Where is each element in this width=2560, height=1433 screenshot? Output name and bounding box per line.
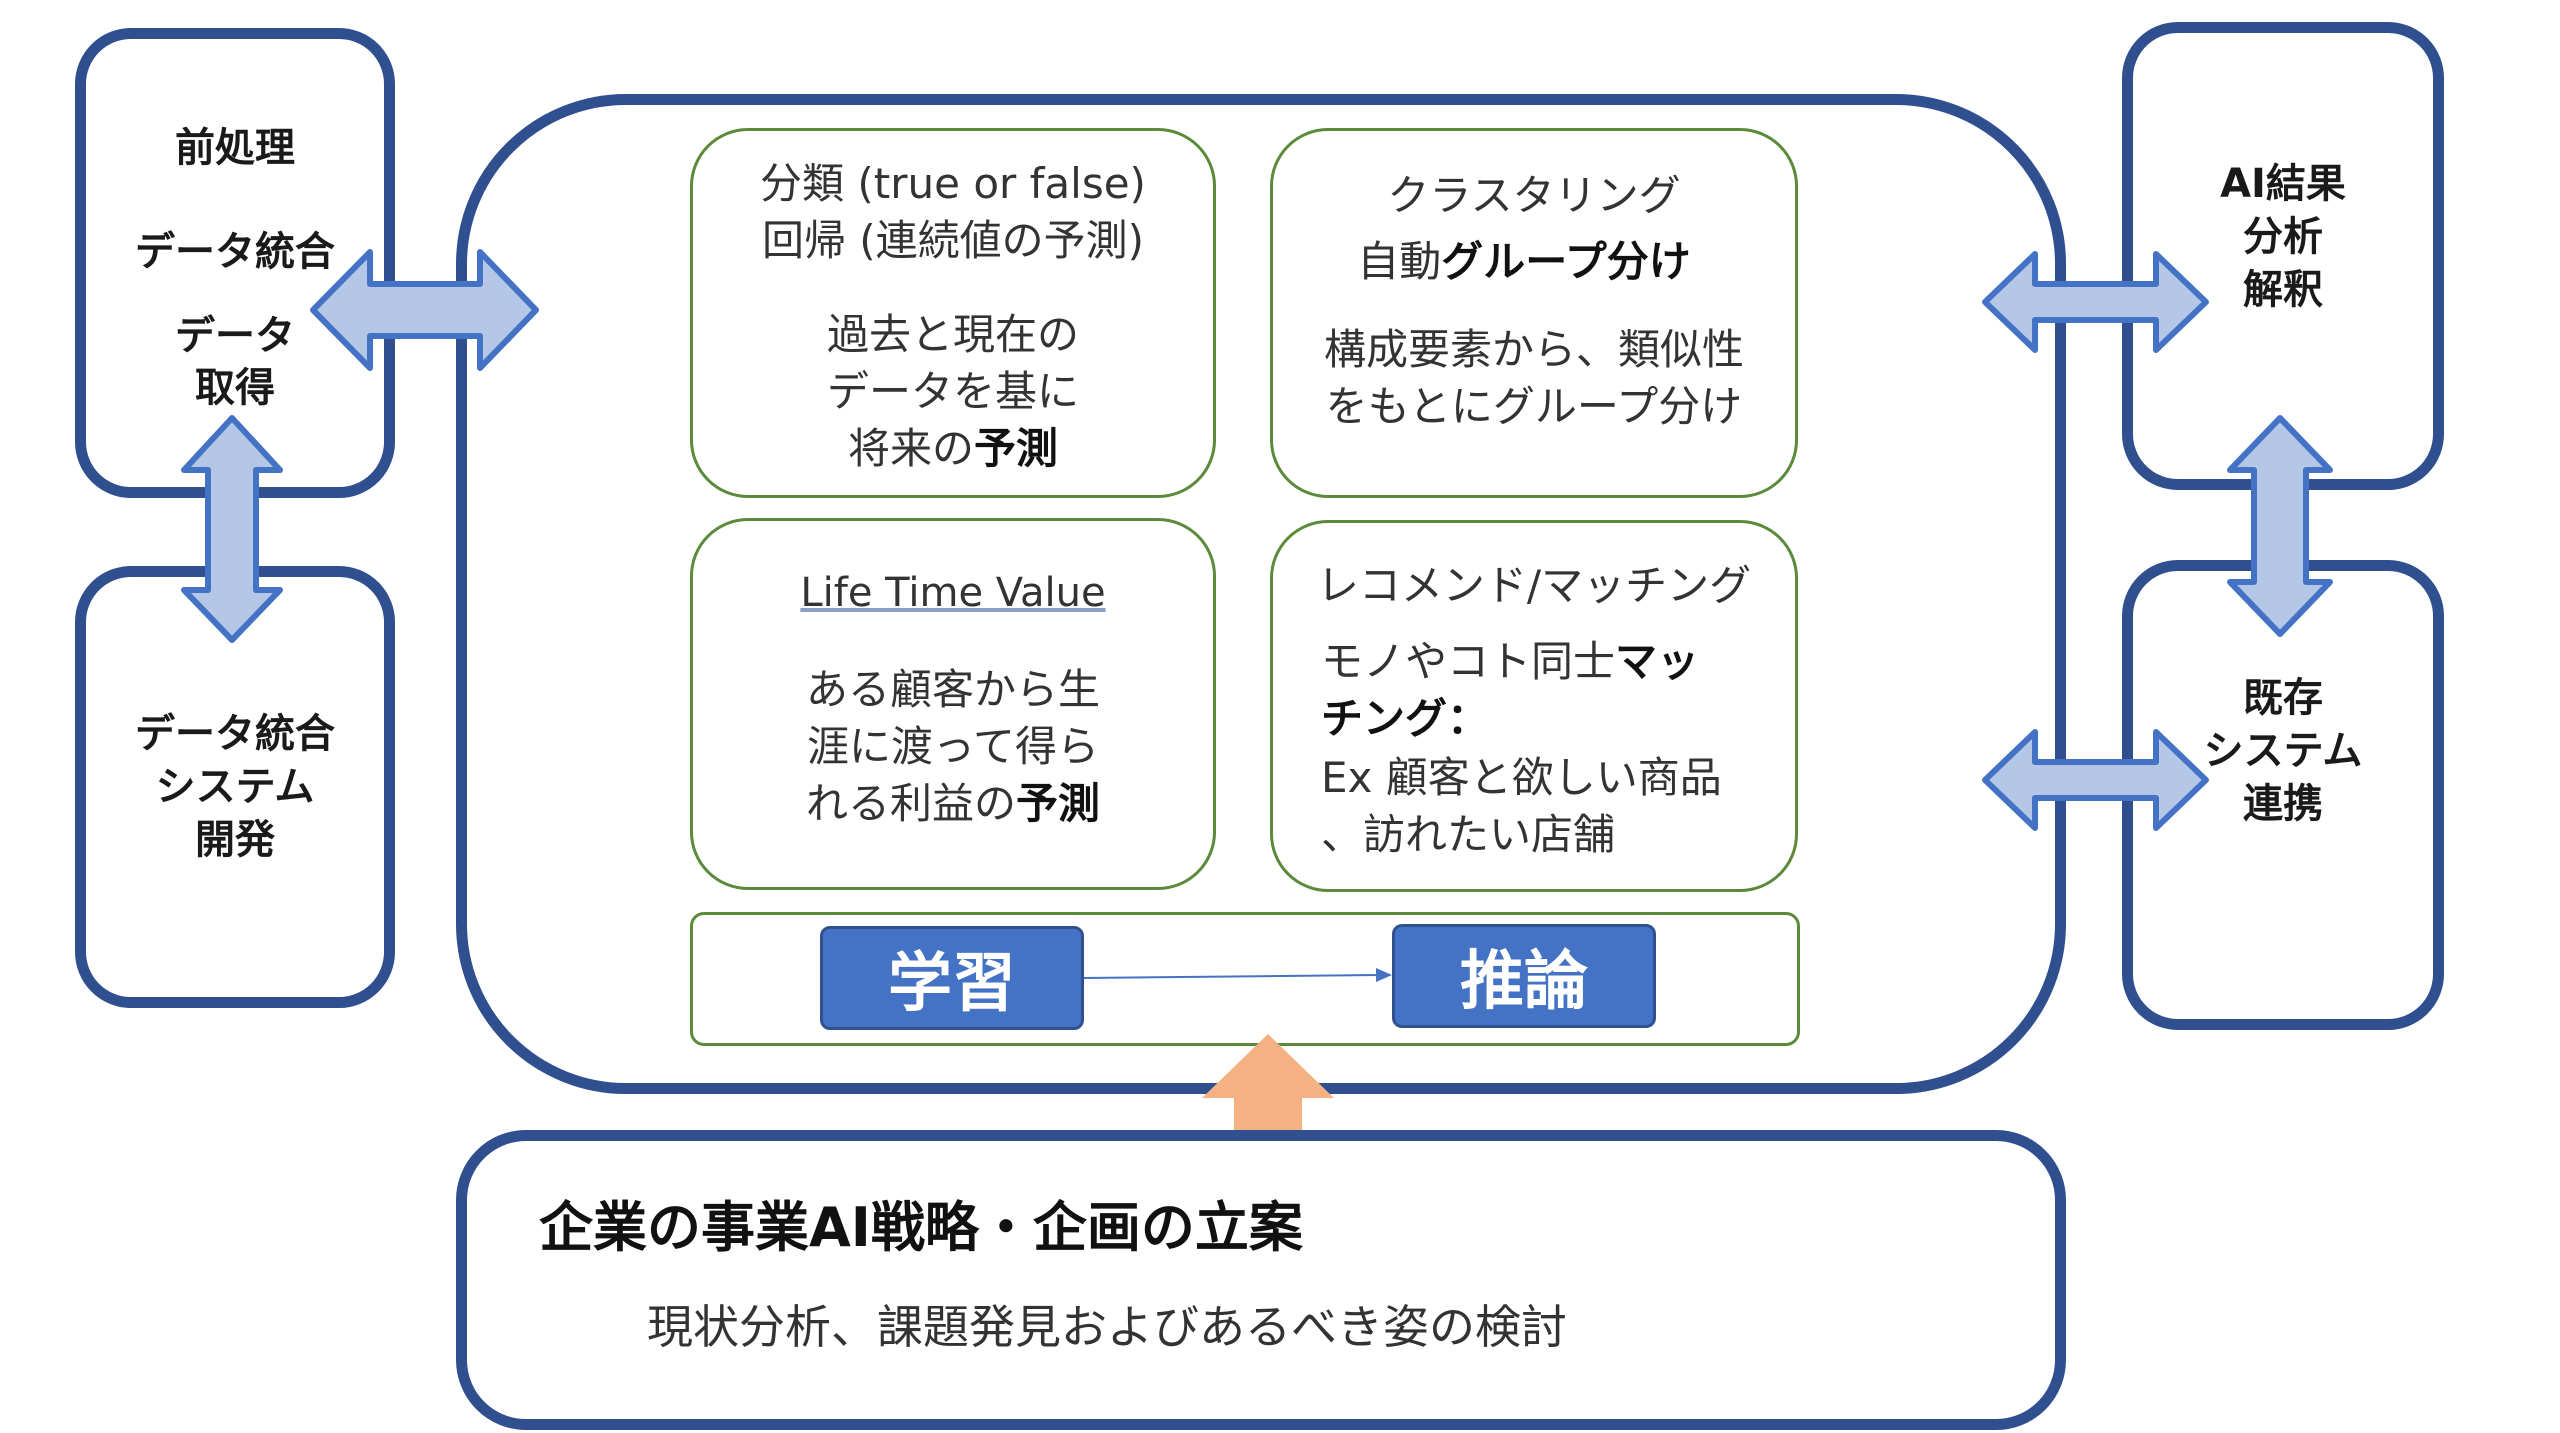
recommend-desc-line4: 、訪れたい店舗 — [1321, 810, 1616, 859]
recommend-desc-line2: チング： — [1321, 690, 1795, 747]
strategy-box: 企業の事業AI戦略・企画の立案 現状分析、課題発見およびあるべき姿の検討 — [456, 1130, 2066, 1430]
regression-title: 回帰 (連続値の予測) — [761, 216, 1145, 265]
preprocessing-label: 前処理 — [175, 125, 295, 171]
strategy-subtitle: 現状分析、課題発見およびあるべき姿の検討 — [647, 1300, 1567, 1354]
analysis-label: 分析 — [2243, 214, 2323, 260]
integration-label: 連携 — [2243, 781, 2323, 827]
integration-system-line2: システム — [155, 764, 315, 810]
data-integration-label: データ統合 — [135, 229, 335, 275]
learn-to-infer-arrowhead — [1376, 968, 1392, 982]
recommend-desc-bold1: マッ — [1615, 637, 1700, 686]
auto-grouping-title: 自動グループ分け — [1253, 233, 1795, 290]
prediction-desc-normal: 将来の — [847, 424, 974, 473]
classification-title: 分類 (true or false) — [760, 159, 1146, 208]
clustering-desc-line1: 構成要素から、類似性 — [1323, 325, 1744, 374]
prediction-desc-line1: 過去と現在の — [826, 310, 1079, 359]
clustering-desc-line2: をもとにグループ分け — [1325, 382, 1743, 431]
left-horizontal-double-arrow — [310, 249, 539, 371]
right-vertical-double-arrow — [2227, 415, 2333, 637]
ltv-title: Life Time Value — [800, 570, 1106, 616]
recommend-title: レコメンド/マッチング — [1316, 561, 1752, 610]
prediction-desc-line3: 将来の予測 — [693, 420, 1213, 477]
ltv-cell: Life Time Value ある顧客から生 涯に渡って得ら れる利益の予測 — [690, 518, 1216, 890]
recommend-desc-line1: モノやコト同士マッ — [1321, 633, 1795, 690]
strategy-title: 企業の事業AI戦略・企画の立案 — [539, 1196, 1303, 1259]
clustering-cell: クラスタリング 自動グループ分け 構成要素から、類似性 をもとにグループ分け — [1270, 128, 1798, 498]
recommend-desc-normal: モノやコト同士 — [1321, 637, 1616, 686]
prediction-cell: 分類 (true or false) 回帰 (連続値の予測) 過去と現在の デー… — [690, 128, 1216, 498]
right-top-horizontal-double-arrow — [1982, 251, 2209, 353]
left-vertical-double-arrow — [181, 415, 283, 643]
auto-label: 自動 — [1357, 237, 1442, 286]
ai-result-label: AI結果 — [2220, 161, 2346, 207]
ltv-desc-line1: ある顧客から生 — [805, 665, 1100, 714]
recommend-cell: レコメンド/マッチング モノやコト同士マッ チング： Ex 顧客と欲しい商品 、… — [1270, 520, 1798, 892]
system-label: システム — [2203, 728, 2363, 774]
data-label: データ — [175, 313, 295, 359]
clustering-title: クラスタリング — [1387, 171, 1681, 220]
strategy-up-arrow — [1202, 1034, 1334, 1160]
integration-system-line1: データ統合 — [135, 711, 335, 757]
ltv-desc-line2: 涯に渡って得ら — [807, 722, 1099, 771]
prediction-desc-bold: 予測 — [974, 424, 1059, 473]
ltv-desc-bold: 予測 — [1016, 779, 1101, 828]
grouping-bold: グループ分け — [1441, 237, 1691, 286]
right-bottom-horizontal-double-arrow — [1982, 729, 2209, 831]
ltv-desc-normal: れる利益の — [805, 779, 1016, 828]
learn-to-infer-connector — [1083, 974, 1379, 979]
recommend-desc-bold2: チング： — [1321, 694, 1490, 743]
acquisition-label: 取得 — [195, 365, 275, 411]
learn-button[interactable]: 学習 — [820, 926, 1084, 1030]
existing-label: 既存 — [2243, 675, 2323, 721]
ltv-desc-line3: れる利益の予測 — [693, 775, 1213, 832]
recommend-desc-line3: Ex 顧客と欲しい商品 — [1321, 753, 1722, 802]
infer-button[interactable]: 推論 — [1392, 924, 1656, 1028]
prediction-desc-line2: データを基に — [826, 367, 1079, 416]
interpretation-label: 解釈 — [2243, 267, 2323, 313]
integration-system-line3: 開発 — [195, 817, 275, 863]
